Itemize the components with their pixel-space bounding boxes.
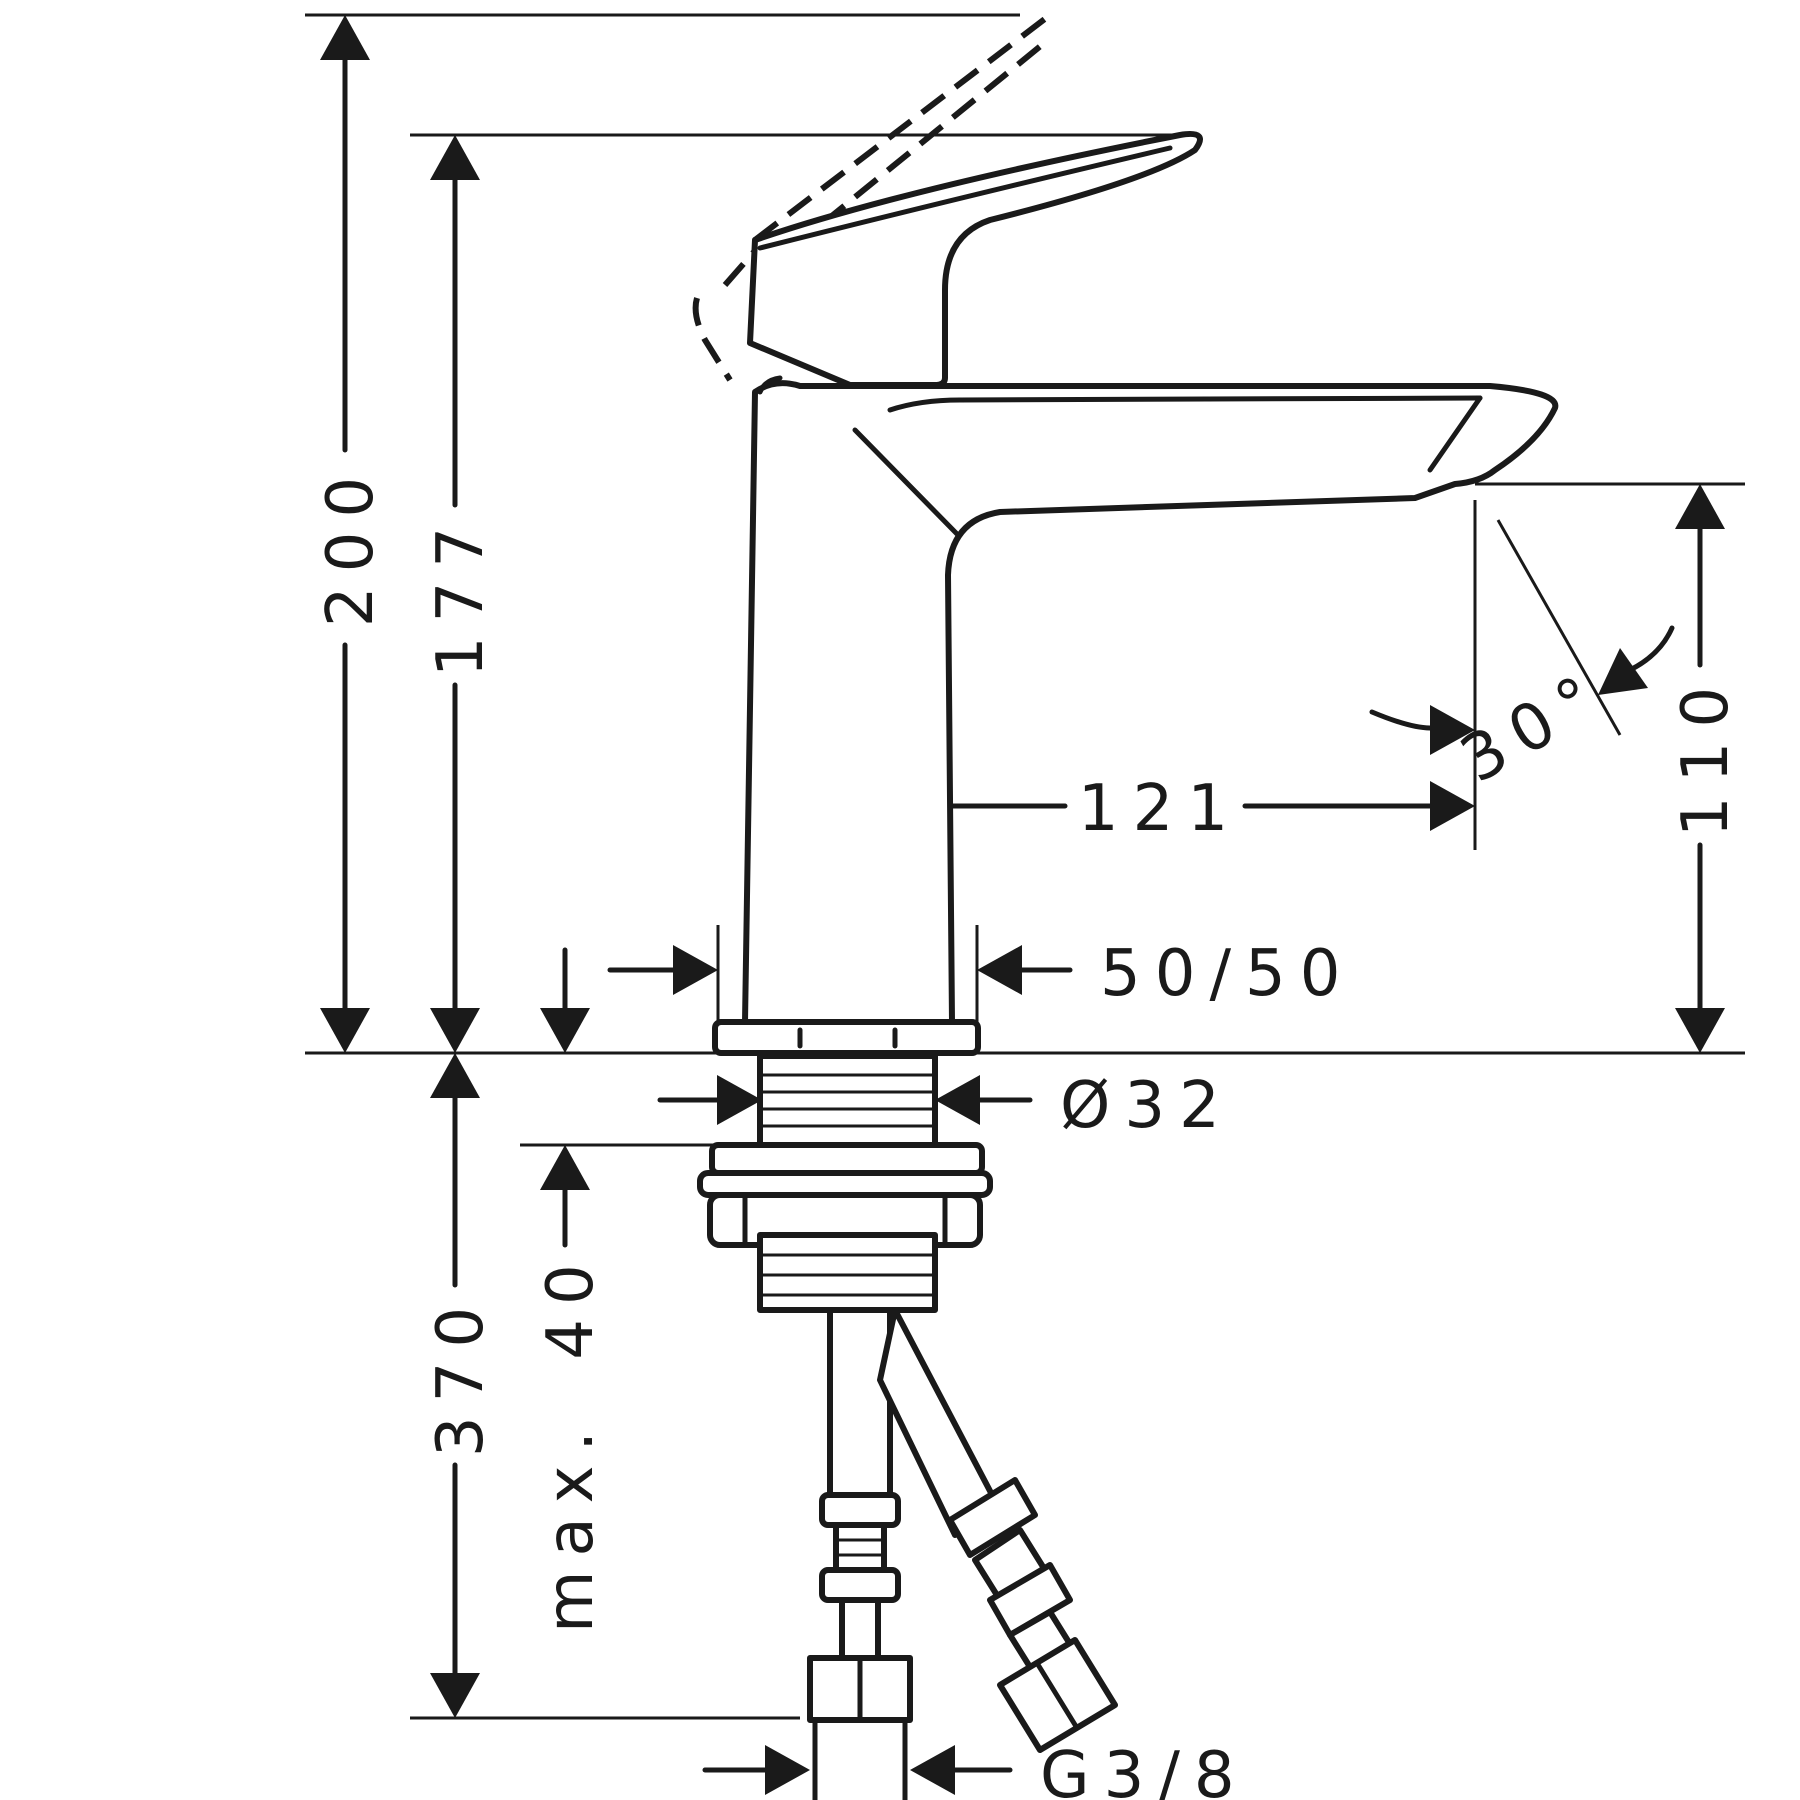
arrow-down-icon bbox=[1675, 1008, 1725, 1053]
mounting-washer bbox=[709, 1142, 985, 1176]
arrow-left-icon bbox=[977, 945, 1022, 995]
faucet bbox=[692, 12, 1559, 1800]
dimension-max-40: max. 40 bbox=[534, 947, 608, 1633]
arrow-up-icon bbox=[430, 1053, 480, 1098]
arrow-right-icon bbox=[1430, 705, 1475, 755]
lower-shank bbox=[757, 1232, 938, 1313]
arrow-down-icon bbox=[430, 1673, 480, 1718]
arrow-right-icon bbox=[765, 1745, 810, 1795]
hose-angled bbox=[877, 1307, 1118, 1753]
arrow-down-icon bbox=[540, 1008, 590, 1053]
raised-lever-outline bbox=[692, 12, 1052, 382]
spout-outlet-edge-line bbox=[1427, 395, 1483, 473]
dimension-max-40-label: 40 bbox=[534, 1250, 608, 1359]
dimension-50-50: 50/50 bbox=[607, 925, 1354, 1030]
base-plate bbox=[712, 1019, 981, 1056]
dimension-max-prefix-label: max. bbox=[534, 1417, 608, 1633]
dimension-50-50-label: 50/50 bbox=[1100, 937, 1354, 1011]
dimension-177: 177 bbox=[424, 135, 498, 1053]
dimension-177-label: 177 bbox=[424, 513, 498, 677]
arrow-down-icon bbox=[430, 1008, 480, 1053]
dimension-g3-8-label: G3/8 bbox=[1040, 1739, 1249, 1800]
dimension-diameter-32: Ø32 bbox=[657, 1069, 1234, 1143]
threaded-shank bbox=[757, 1053, 938, 1149]
arrow-icon bbox=[1598, 648, 1648, 695]
arrow-right-icon bbox=[673, 945, 718, 995]
dimension-121-label: 121 bbox=[1078, 772, 1242, 846]
dimension-diameter-32-label: Ø32 bbox=[1060, 1069, 1234, 1143]
reference-lines bbox=[305, 13, 1745, 1720]
arrow-right-icon bbox=[1430, 781, 1475, 831]
dimension-370-label: 370 bbox=[424, 1293, 498, 1457]
dimension-200: 200 bbox=[314, 15, 388, 1053]
dimension-g3-8: G3/8 bbox=[702, 1739, 1249, 1800]
spout-body bbox=[742, 380, 1559, 1025]
hose-straight bbox=[807, 1307, 913, 1800]
arrow-left-icon bbox=[910, 1745, 955, 1795]
body-edge-line bbox=[852, 427, 961, 538]
angle-30: 30° bbox=[1369, 519, 1675, 798]
arrow-up-icon bbox=[540, 1145, 590, 1190]
dimension-110-label: 110 bbox=[1669, 673, 1743, 837]
arrow-up-icon bbox=[1675, 484, 1725, 529]
lever bbox=[747, 131, 1203, 388]
arrow-left-icon bbox=[935, 1075, 980, 1125]
arrow-down-icon bbox=[320, 1008, 370, 1053]
spout-top-edge-line bbox=[887, 395, 1483, 413]
mounting-plate bbox=[697, 1170, 993, 1198]
arrow-up-icon bbox=[430, 135, 480, 180]
dimension-110: 110 bbox=[1669, 484, 1743, 1053]
arrow-up-icon bbox=[320, 15, 370, 60]
arrow-right-icon bbox=[717, 1075, 762, 1125]
lever-edge-line bbox=[757, 145, 1173, 251]
dimension-200-label: 200 bbox=[314, 463, 388, 627]
dimension-370: 370 bbox=[424, 1053, 498, 1718]
lever-joint-line bbox=[757, 375, 783, 395]
